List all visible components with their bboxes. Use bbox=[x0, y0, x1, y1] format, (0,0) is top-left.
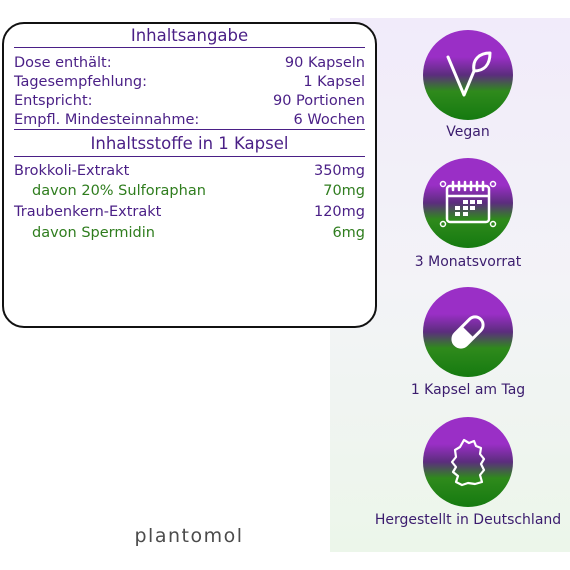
brand-logo: plantomol bbox=[134, 525, 244, 547]
ingredient-row: Traubenkern-Extrakt 120mg bbox=[14, 202, 365, 222]
info-row-value: 1 Kapsel bbox=[303, 74, 365, 90]
info-row-label: Entspricht: bbox=[14, 93, 93, 109]
germany-map-icon bbox=[450, 438, 486, 487]
info-row-value: 90 Kapseln bbox=[284, 55, 365, 71]
ingredient-row: davon 20% Sulforaphan 70mg bbox=[32, 181, 365, 201]
supply-label: 3 Monatsvorrat bbox=[414, 254, 522, 270]
ingredient-value: 350mg bbox=[313, 163, 365, 179]
leaf-v-icon bbox=[446, 51, 492, 97]
title-divider bbox=[14, 47, 365, 48]
vegan-label: Vegan bbox=[446, 124, 490, 140]
info-row: Dose enthält: 90 Kapseln bbox=[14, 53, 365, 73]
vegan-badge bbox=[423, 30, 513, 120]
ingredient-row: Brokkoli-Extrakt 350mg bbox=[14, 161, 365, 181]
ingredient-value: 70mg bbox=[323, 183, 365, 199]
ingredient-label: davon 20% Sulforaphan bbox=[32, 183, 206, 199]
info-row-value: 6 Wochen bbox=[293, 112, 365, 128]
ingredient-label: Brokkoli-Extrakt bbox=[14, 163, 130, 179]
info-row-label: Tagesempfehlung: bbox=[14, 74, 147, 90]
info-title: Inhaltsangabe bbox=[130, 26, 249, 45]
capsule-label: 1 Kapsel am Tag bbox=[410, 382, 526, 398]
germany-badge bbox=[423, 417, 513, 507]
capsule-badge bbox=[423, 287, 513, 377]
ingredients-divider bbox=[14, 156, 365, 157]
rows-divider bbox=[14, 129, 365, 130]
info-row: Tagesempfehlung: 1 Kapsel bbox=[14, 72, 365, 92]
ingredient-label: Traubenkern-Extrakt bbox=[14, 204, 162, 220]
info-row-value: 90 Portionen bbox=[272, 93, 365, 109]
ingredient-label: davon Spermidin bbox=[32, 225, 155, 241]
ingredient-value: 120mg bbox=[313, 204, 365, 220]
germany-label: Hergestellt in Deutschland bbox=[374, 512, 562, 528]
info-row: Empfl. Mindesteinnahme: 6 Wochen bbox=[14, 110, 365, 130]
capsule-icon bbox=[451, 315, 485, 349]
info-box: Inhaltsangabe Dose enthält: 90 Kapseln T… bbox=[2, 22, 377, 328]
ingredients-title: Inhaltsstoffe in 1 Kapsel bbox=[90, 134, 289, 153]
ingredient-value: 6mg bbox=[332, 225, 365, 241]
supply-badge bbox=[423, 158, 513, 248]
info-row-label: Empfl. Mindesteinnahme: bbox=[14, 112, 200, 128]
info-row: Entspricht: 90 Portionen bbox=[14, 91, 365, 111]
calendar-icon bbox=[439, 180, 497, 228]
info-row-label: Dose enthält: bbox=[14, 55, 112, 71]
ingredient-row: davon Spermidin 6mg bbox=[32, 223, 365, 243]
